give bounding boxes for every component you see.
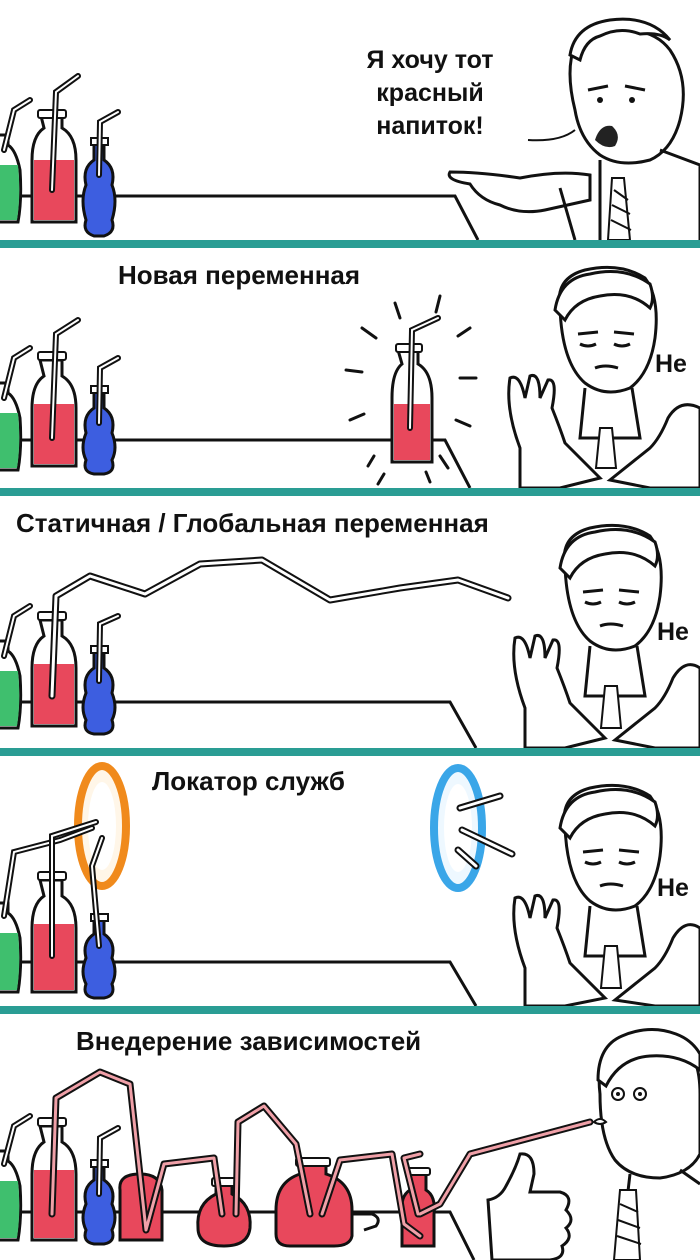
red-bottle-icon: [30, 819, 99, 994]
table-edge: [0, 438, 472, 488]
panel-2: Новая переменная Не: [0, 248, 700, 488]
red-bottle-icon: [30, 73, 81, 224]
speech-tail: [527, 129, 576, 142]
blue-bottle-icon: [81, 109, 121, 238]
panel-4-reply: Не: [657, 874, 689, 902]
panel-divider: [0, 488, 700, 496]
speech-line-1: Я хочу тот: [366, 46, 494, 74]
panel-1-art: [0, 17, 700, 240]
pink-straw-chain-icon: [48, 1068, 594, 1240]
panel-3: Статичная / Глобальная переменная Не: [0, 496, 700, 748]
panel-4-art: [0, 762, 700, 1006]
blue-bottle-icon: [81, 613, 121, 736]
blue-bottle-icon: [81, 835, 117, 1000]
blue-bottle-icon: [81, 1125, 121, 1246]
panel-divider: [0, 240, 700, 248]
panel-2-art: [0, 265, 700, 488]
man-refusing-icon: [512, 783, 700, 1006]
new-red-bottle-icon: [344, 294, 478, 486]
speech-bubble: Я хочу тот красный напиток!: [340, 44, 520, 143]
man-refusing-icon: [512, 523, 700, 748]
table-edge: [0, 700, 478, 748]
panel-3-art: [0, 523, 700, 748]
portal-straws-icon: [454, 792, 516, 870]
red-bottle-icon: [30, 317, 81, 468]
orange-portal-icon: [74, 762, 130, 890]
speech-line-3: напиток!: [376, 112, 484, 140]
table-edge: [0, 194, 480, 240]
man-pointing-icon: [447, 17, 700, 240]
panel-5-art: [0, 1028, 700, 1260]
green-bottle-icon: [0, 1113, 33, 1242]
man-drinking-icon: [592, 1028, 700, 1260]
panel-2-caption: Новая переменная: [118, 260, 361, 290]
green-bottle-icon: [0, 825, 95, 994]
thumbs-up-icon: [486, 1152, 573, 1260]
panel-4: Локатор служб Не: [0, 756, 700, 1006]
panel-5: Внедерение зависимостей: [0, 1014, 700, 1260]
green-bottle-icon: [0, 97, 33, 224]
panel-divider: [0, 1006, 700, 1014]
panel-5-caption: Внедерение зависимостей: [76, 1026, 422, 1056]
panel-4-caption: Локатор служб: [152, 766, 345, 796]
panel-2-reply: Не: [655, 350, 687, 378]
green-bottle-icon: [0, 345, 33, 472]
panel-3-caption: Статичная / Глобальная переменная: [16, 508, 489, 538]
blue-bottle-icon: [81, 355, 121, 476]
flask-chain-icon: [118, 1157, 436, 1248]
green-bottle-icon: [0, 603, 33, 730]
man-refusing-icon: [507, 265, 700, 488]
long-straw-icon: [48, 556, 512, 700]
speech-line-2: красный: [376, 79, 484, 107]
table-edge: [0, 960, 478, 1006]
panel-1: Я хочу тот красный напиток!: [0, 0, 700, 240]
panel-divider: [0, 748, 700, 756]
blue-portal-icon: [430, 764, 486, 892]
panel-3-reply: Не: [657, 618, 689, 646]
